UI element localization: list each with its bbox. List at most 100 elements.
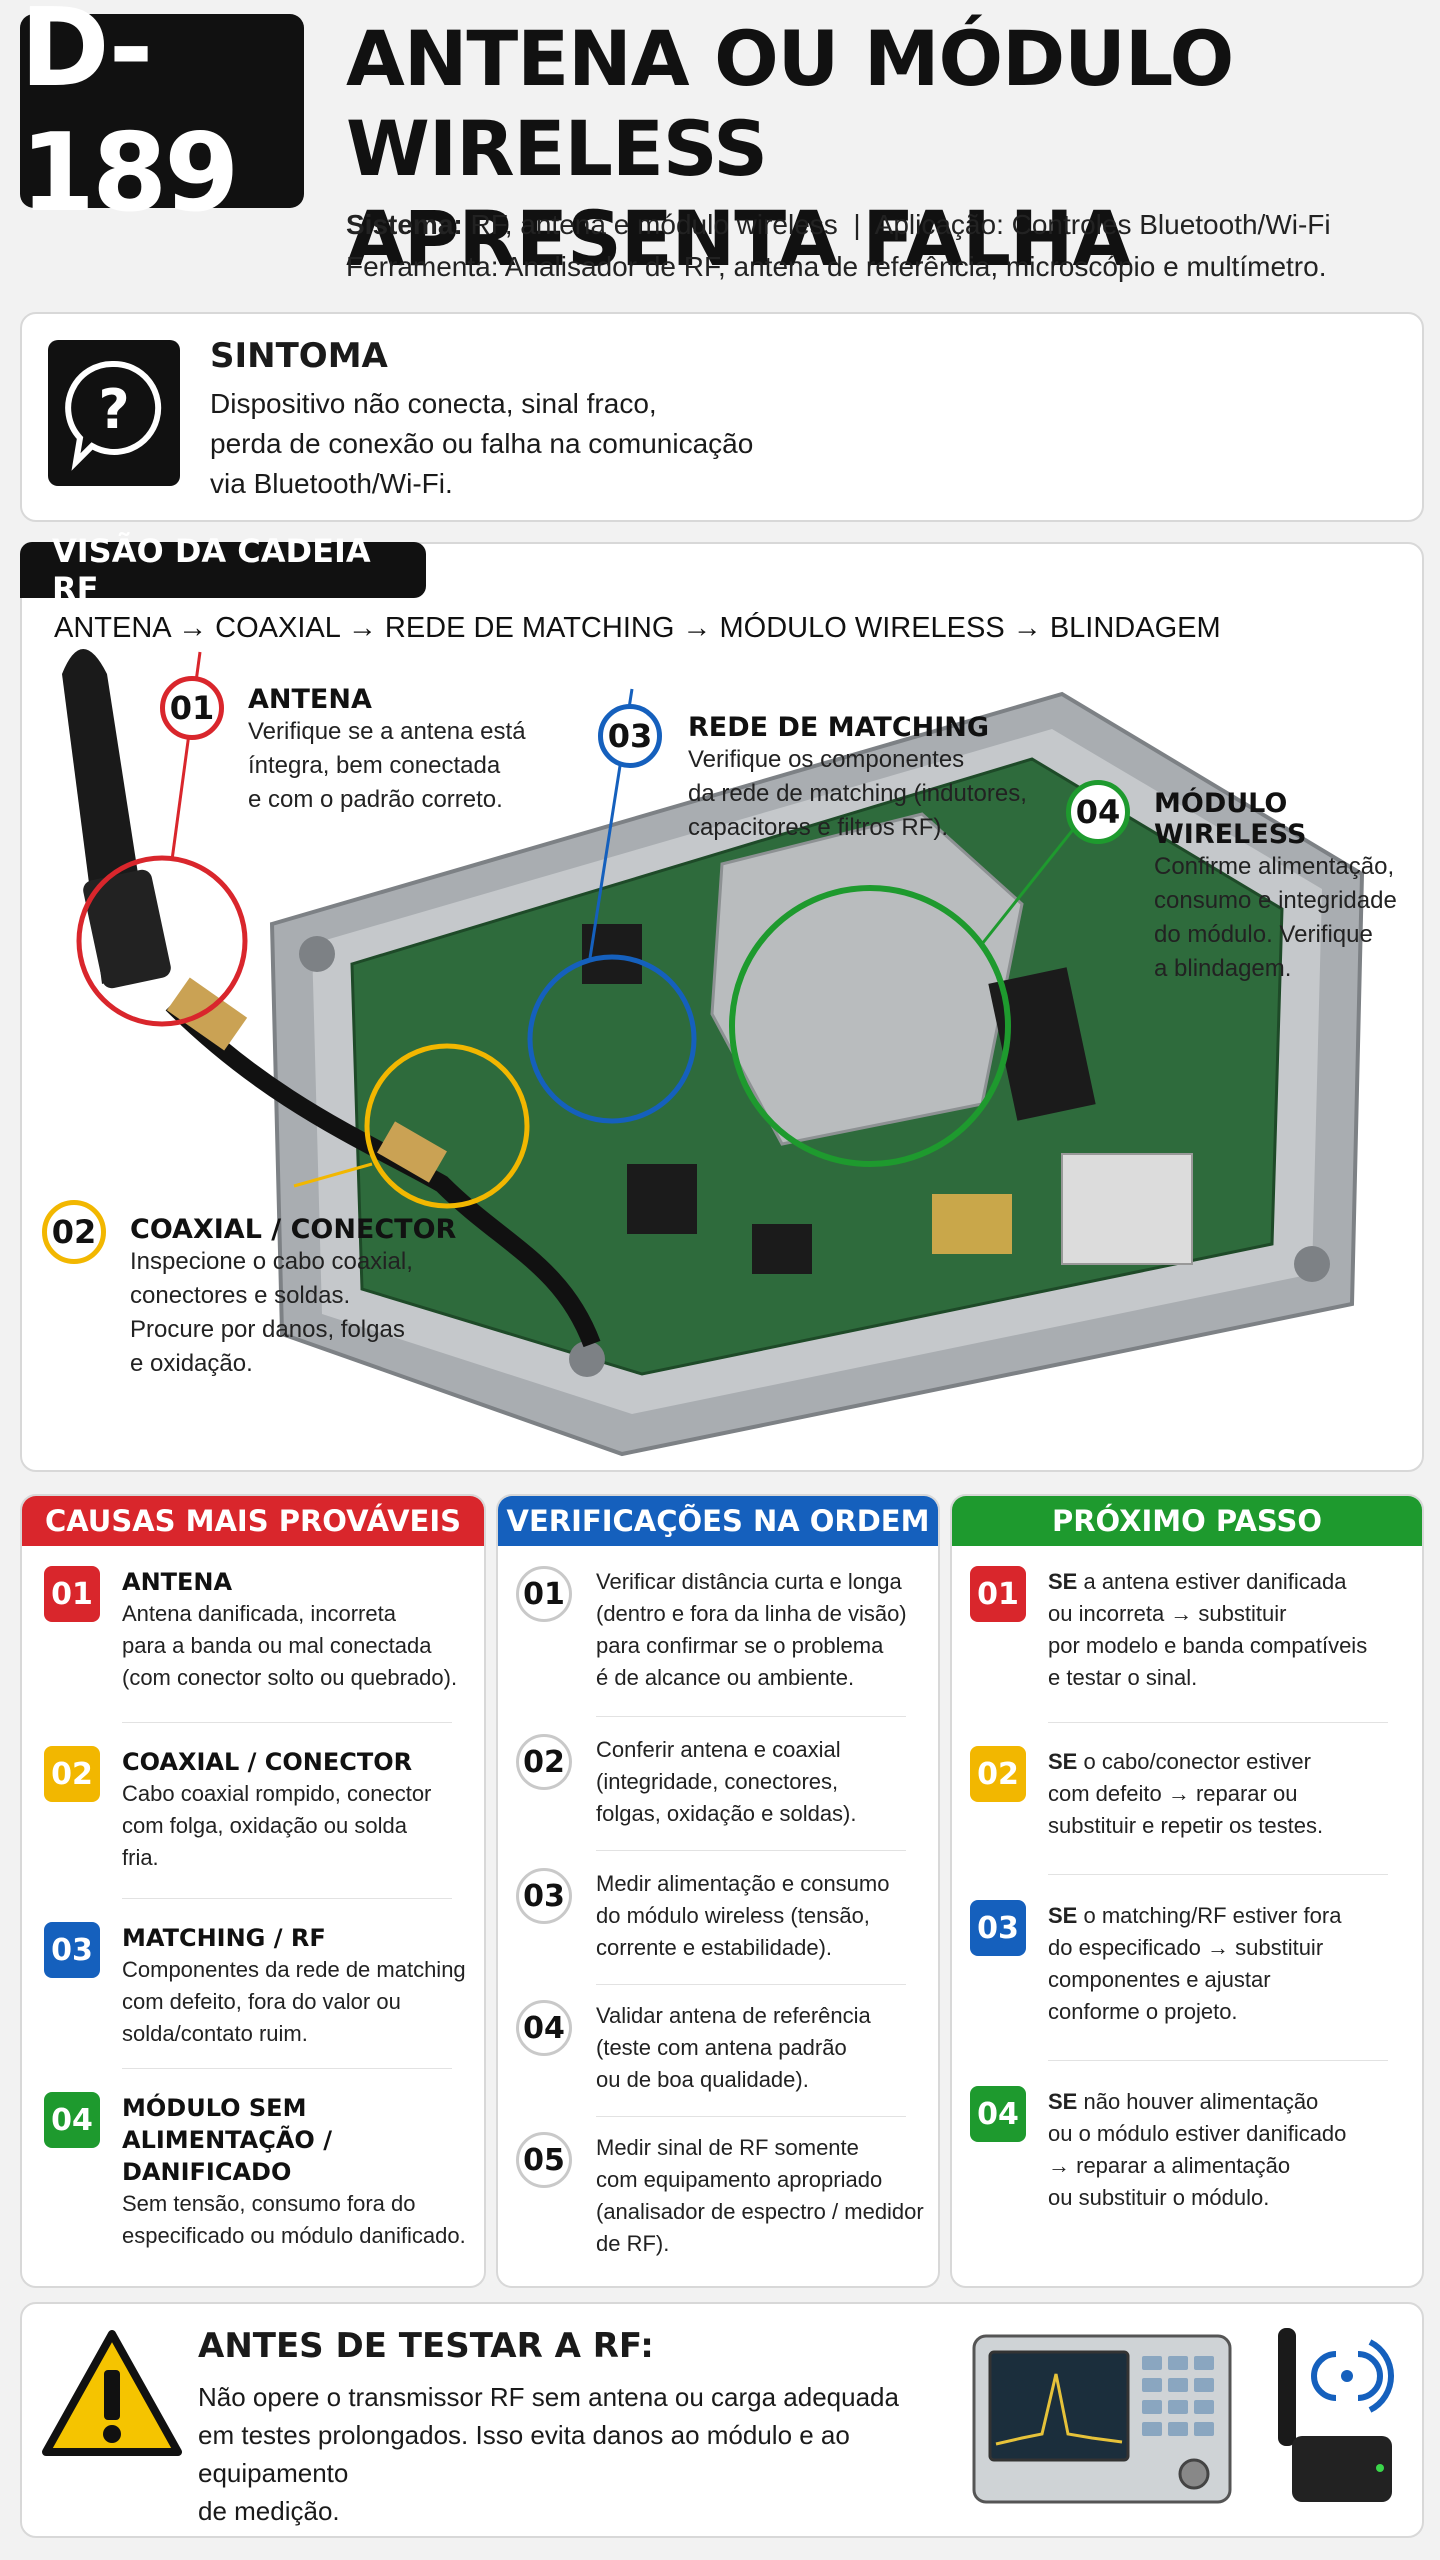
- callout-line: consumo e integridade: [1154, 887, 1397, 914]
- callout-title: ANTENA: [248, 684, 372, 715]
- callout-num-03: 03: [598, 704, 662, 768]
- cause-line: Sem tensão, consumo fora do: [122, 2191, 416, 2216]
- cause-badge-01: 01: [44, 1566, 100, 1622]
- divider: [596, 1716, 906, 1717]
- next-line: a antena estiver danificada: [1077, 1569, 1347, 1594]
- divider: [122, 1722, 452, 1723]
- cause-badge-02: 02: [44, 1746, 100, 1802]
- se-keyword: SE: [1048, 1903, 1078, 1928]
- system-value: RF, antena e módulo wireless: [470, 209, 838, 240]
- divider: [596, 1984, 906, 1985]
- check-line: ou de boa qualidade).: [596, 2067, 809, 2092]
- check-item: Verificar distância curta e longa (dentr…: [596, 1566, 932, 1694]
- check-line: é de alcance ou ambiente.: [596, 1665, 855, 1690]
- callout-antenna: ANTENA Verifique se a antena está íntegr…: [248, 684, 526, 817]
- cause-title: DANIFICADO: [122, 2158, 292, 2186]
- callout-line: capacitores e filtros RF).: [688, 814, 949, 841]
- callout-line: e com o padrão correto.: [248, 786, 503, 813]
- callout-line: Procure por danos, folgas: [130, 1316, 405, 1343]
- cause-title: MATCHING / RF: [122, 1924, 326, 1952]
- check-line: (teste com antena padrão: [596, 2035, 847, 2060]
- check-line: para confirmar se o problema: [596, 1633, 884, 1658]
- next-line: componentes e ajustar: [1048, 1967, 1271, 1992]
- cause-title: COAXIAL / CONECTOR: [122, 1748, 413, 1776]
- cause-line: (com conector solto ou quebrado).: [122, 1665, 458, 1690]
- check-line: (integridade, conectores,: [596, 1769, 839, 1794]
- symptom-line: via Bluetooth/Wi-Fi.: [210, 468, 453, 499]
- cause-badge-03: 03: [44, 1922, 100, 1978]
- symptom-text: Dispositivo não conecta, sinal fraco, pe…: [210, 384, 870, 504]
- callout-line: do módulo. Verifique: [1154, 921, 1373, 948]
- next-line: com defeito → reparar ou: [1048, 1781, 1298, 1806]
- divider: [1048, 1874, 1388, 1875]
- cause-title: ANTENA: [122, 1568, 233, 1596]
- next-line: ou o módulo estiver danificado: [1048, 2121, 1347, 2146]
- cause-line: solda/contato ruim.: [122, 2021, 308, 2046]
- next-item: SE o matching/RF estiver fora do especif…: [1048, 1900, 1414, 2028]
- callout-num-02: 02: [42, 1200, 106, 1264]
- cause-line: especificado ou módulo danificado.: [122, 2223, 466, 2248]
- next-line: o cabo/conector estiver: [1077, 1749, 1311, 1774]
- callout-line: Verifique se a antena está: [248, 718, 526, 745]
- cause-item: MÓDULO SEM ALIMENTAÇÃO / DANIFICADO Sem …: [122, 2092, 472, 2252]
- callout-num-01: 01: [160, 676, 224, 740]
- system-label: Sistema:: [346, 209, 463, 240]
- page-title: ANTENA OU MÓDULO WIRELESS APRESENTA FALH…: [346, 14, 1426, 284]
- check-line: com equipamento apropriado: [596, 2167, 883, 2192]
- cause-line: fria.: [122, 1845, 159, 1870]
- callout-line: e oxidação.: [130, 1350, 253, 1377]
- callout-title: REDE DE MATCHING: [688, 712, 990, 743]
- warning-line: em testes prolongados. Isso evita danos …: [198, 2420, 850, 2488]
- next-badge-01: 01: [970, 1566, 1026, 1622]
- callout-num-04: 04: [1066, 780, 1130, 844]
- warning-text: Não opere o transmissor RF sem antena ou…: [198, 2378, 978, 2530]
- check-line: folgas, oxidação e soldas).: [596, 1801, 857, 1826]
- spectrum-analyzer-icon: [972, 2334, 1232, 2509]
- next-item: SE o cabo/conector estiver com defeito →…: [1048, 1746, 1414, 1842]
- meta-info: Sistema: RF, antena e módulo wireless | …: [346, 209, 1331, 282]
- next-line: conforme o projeto.: [1048, 1999, 1238, 2024]
- callout-title: MÓDULO WIRELESS: [1154, 788, 1307, 850]
- cause-line: Componentes da rede de matching: [122, 1957, 466, 1982]
- tool-value: Analisador de RF, antena de referência, …: [504, 251, 1327, 282]
- symptom-card: [20, 312, 1424, 522]
- warning-triangle-icon: [40, 2328, 184, 2465]
- callout-line: íntegra, bem conectada: [248, 752, 501, 779]
- se-keyword: SE: [1048, 2089, 1078, 2114]
- symptom-title: SINTOMA: [210, 336, 388, 376]
- cause-line: Cabo coaxial rompido, conector: [122, 1781, 432, 1806]
- cause-line: para a banda ou mal conectada: [122, 1633, 432, 1658]
- causes-heading: CAUSAS MAIS PROVÁVEIS: [22, 1496, 484, 1546]
- cause-line: Antena danificada, incorreta: [122, 1601, 396, 1626]
- app-label: Aplicação:: [874, 209, 1004, 240]
- wireless-module-icon: [1262, 2318, 1402, 2513]
- next-badge-02: 02: [970, 1746, 1026, 1802]
- check-badge-05: 05: [516, 2132, 572, 2188]
- symptom-line: perda de conexão ou falha na comunicação: [210, 428, 754, 459]
- check-item: Medir sinal de RF somente com equipament…: [596, 2132, 932, 2260]
- next-badge-04: 04: [970, 2086, 1026, 2142]
- cause-line: com folga, oxidação ou solda: [122, 1813, 407, 1838]
- code-text: D-189: [20, 0, 239, 236]
- next-line: → reparar a alimentação: [1048, 2153, 1291, 2178]
- question-bubble-icon: ?: [48, 340, 180, 486]
- warning-line: Não opere o transmissor RF sem antena ou…: [198, 2382, 899, 2412]
- check-badge-01: 01: [516, 1566, 572, 1622]
- tool-label: Ferramenta:: [346, 251, 499, 282]
- callout-line: a blindagem.: [1154, 955, 1292, 982]
- check-item: Conferir antena e coaxial (integridade, …: [596, 1734, 932, 1830]
- check-line: Medir alimentação e consumo: [596, 1871, 890, 1896]
- check-badge-04: 04: [516, 2000, 572, 2056]
- check-item: Validar antena de referência (teste com …: [596, 2000, 932, 2096]
- check-line: Validar antena de referência: [596, 2003, 871, 2028]
- cause-line: com defeito, fora do valor ou: [122, 1989, 401, 2014]
- causes-column: CAUSAS MAIS PROVÁVEIS: [20, 1494, 486, 2288]
- check-badge-02: 02: [516, 1734, 572, 1790]
- rf-chain-card: [20, 542, 1424, 1472]
- symptom-line: Dispositivo não conecta, sinal fraco,: [210, 388, 657, 419]
- check-line: Conferir antena e coaxial: [596, 1737, 841, 1762]
- next-line: e testar o sinal.: [1048, 1665, 1198, 1690]
- next-item: SE a antena estiver danificada ou incorr…: [1048, 1566, 1414, 1694]
- next-column: PRÓXIMO PASSO: [950, 1494, 1424, 2288]
- title-line-1: ANTENA OU MÓDULO WIRELESS: [346, 14, 1234, 193]
